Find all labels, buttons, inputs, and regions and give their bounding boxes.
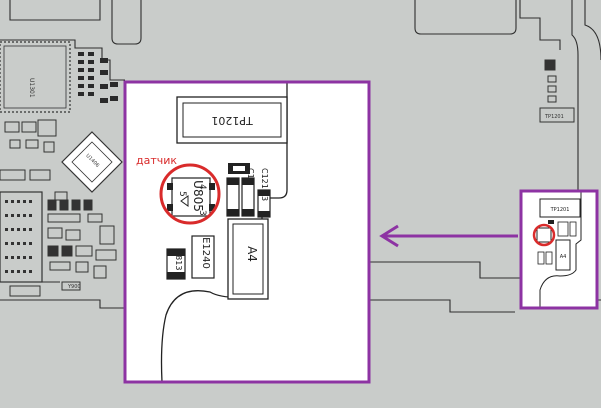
chip-u1301-label: U1301 — [28, 78, 35, 98]
chip-u1406: U1406 — [61, 131, 123, 193]
pointer-arrow — [379, 224, 518, 248]
left-pin-column — [78, 52, 118, 103]
chip-u1301: U1301 — [0, 41, 71, 113]
u805-pin-4: 4 — [197, 184, 207, 190]
lower-left-components — [9, 199, 117, 297]
zoom-panel: TP1201 датчик U805 5 4 3 C1212 C1213 3 — [123, 80, 371, 384]
u805-pin-5: 5 — [177, 191, 187, 197]
bga-area — [0, 191, 43, 283]
ic-u805 — [171, 177, 211, 217]
right-top-components — [539, 59, 575, 123]
tp1201-label: TP1201 — [211, 114, 253, 127]
zoom-panel-frame — [123, 80, 371, 384]
sensor-callout-label: датчик — [136, 154, 177, 167]
mini-a4-label: A4 — [560, 254, 567, 260]
sensor-highlight-circle — [159, 163, 221, 225]
mini-panel-frame — [519, 189, 599, 310]
mini-sensor-highlight — [532, 223, 556, 247]
testpoint-tp1201 — [176, 96, 288, 144]
r813-label: R813 — [174, 250, 183, 271]
component-a4 — [227, 218, 269, 300]
component-e1240 — [191, 235, 215, 279]
cap-label-small: 3 — [260, 196, 269, 201]
mini-tp1201-label: TP1201 — [550, 207, 570, 213]
mini-panel: TP1201 A4 — [519, 189, 599, 310]
a4-label: A4 — [245, 246, 259, 262]
u805-label: U805 — [191, 180, 205, 212]
e1240-label: E1240 — [200, 237, 211, 269]
cap-label-2: C1213 — [260, 168, 269, 194]
left-components — [0, 119, 68, 201]
u805-pin-3: 3 — [197, 210, 207, 216]
right-top-tp-label: TP1201 — [544, 114, 564, 120]
chip-y900-label: Y900 — [67, 284, 81, 290]
